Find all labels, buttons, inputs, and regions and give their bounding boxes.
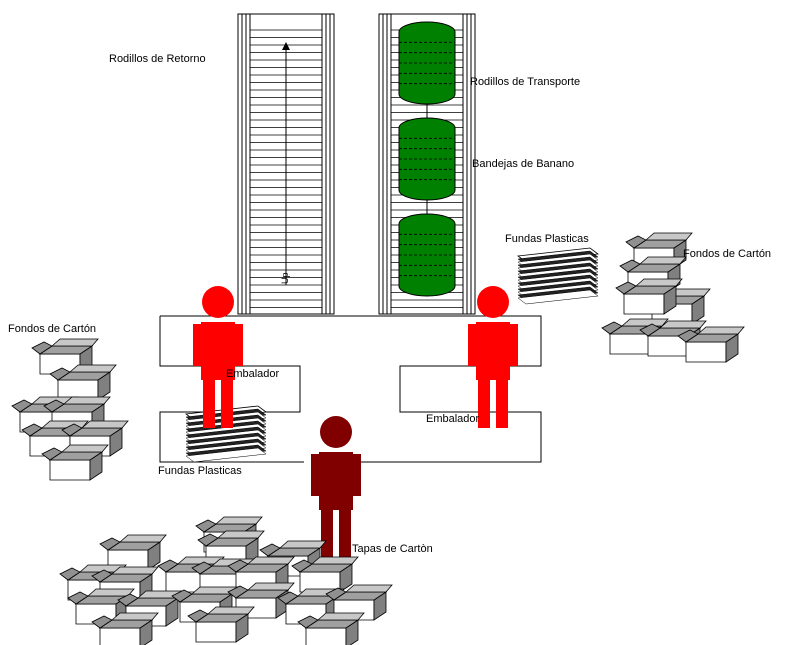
packer-label-left: Embalador bbox=[226, 368, 280, 380]
transport-rollers-label: Rodillos de Transporte bbox=[470, 76, 581, 88]
lid-worker bbox=[311, 416, 361, 558]
carton-bottoms-label-left: Fondos de Cartón bbox=[8, 323, 97, 335]
plastic-sheets-label-left: Fundas Plasticas bbox=[158, 465, 242, 477]
carton-bottoms-label-right: Fondos de Cartón bbox=[683, 248, 772, 260]
packing-tables bbox=[159, 315, 542, 463]
direction-up-label: Up bbox=[280, 272, 290, 284]
plastic-sheets-stack-right bbox=[517, 247, 599, 305]
banana-trays bbox=[398, 21, 456, 297]
packer-label-right: Embalador bbox=[426, 413, 480, 425]
return-roller-conveyor bbox=[237, 13, 335, 315]
packer-worker-left bbox=[193, 286, 243, 428]
carton-bottoms-pile-left bbox=[11, 338, 129, 481]
plastic-sheets-label-right: Fundas Plasticas bbox=[505, 233, 589, 245]
banana-trays-label: Bandejas de Banano bbox=[472, 158, 575, 170]
carton-lids-label: Tapas de Cartòn bbox=[352, 543, 433, 555]
return-rollers-label: Rodillos de Retorno bbox=[109, 53, 206, 65]
